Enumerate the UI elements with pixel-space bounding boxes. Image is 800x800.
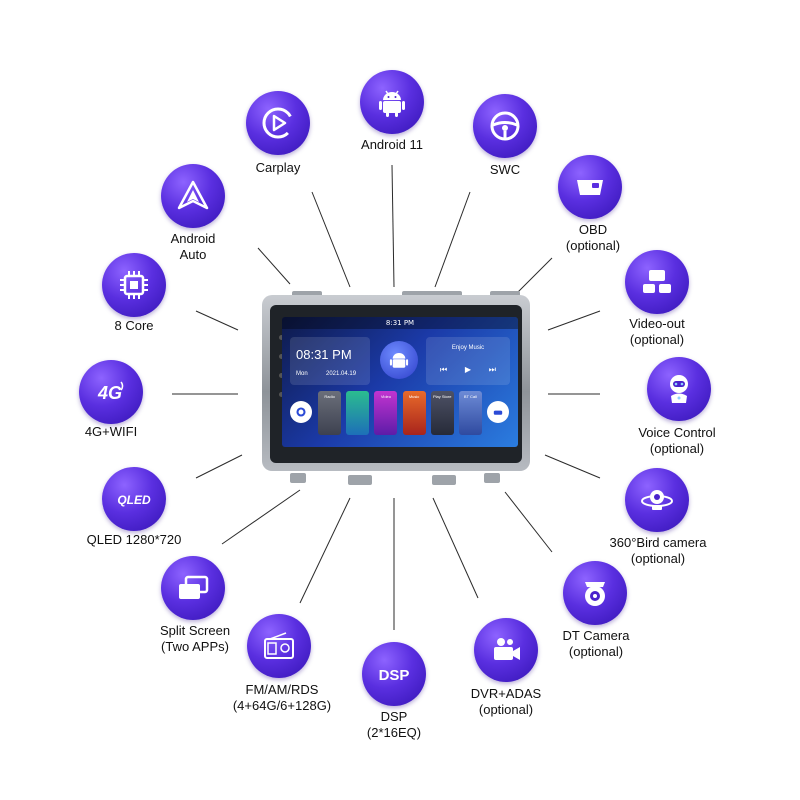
- feature-label: Carplay: [255, 160, 301, 175]
- feature-label: QLED 1280*720: [86, 532, 182, 547]
- android-robot-icon: [360, 70, 424, 134]
- music-title: Enjoy Music: [451, 345, 485, 351]
- connector-swc: [434, 191, 471, 288]
- connector-dt-camera: [504, 491, 553, 553]
- previous-icon[interactable]: ⏮: [440, 365, 448, 374]
- music-widget[interactable]: Enjoy Music ⏮ ▶ ⏭: [426, 337, 510, 385]
- dsp-icon: DSP: [362, 642, 426, 706]
- clock-widget[interactable]: 08:31 PM Mon 2021.04.19: [290, 337, 370, 385]
- feature-label: Split Screen (Two APPs): [159, 623, 231, 654]
- steering-wheel-icon: [473, 94, 537, 158]
- car-info-icon: [486, 401, 509, 423]
- connector-split-screen: [221, 489, 301, 545]
- app-row: Radio Video Music Play Store BT Call: [290, 391, 510, 441]
- mount-tab: [402, 291, 462, 297]
- connector-dvr-adas: [432, 497, 479, 599]
- clock-day: Mon: [296, 371, 308, 377]
- cpu-chip-icon: [102, 253, 166, 317]
- app-play-store[interactable]: Play Store: [430, 391, 454, 435]
- feature-label: Android 11: [361, 137, 423, 152]
- dash-camera-icon: [563, 561, 627, 625]
- settings-gear-icon: [290, 401, 312, 423]
- carplay-icon: [246, 91, 310, 155]
- app-radio[interactable]: Radio: [318, 391, 342, 435]
- 4g-icon: 4G: [79, 360, 143, 424]
- 4g-icon-text: 4G: [97, 383, 122, 403]
- mount-bracket: [484, 473, 500, 483]
- music-controls: ⏮ ▶ ⏭: [440, 365, 496, 375]
- connector-carplay: [311, 191, 351, 288]
- radio-icon: [247, 614, 311, 678]
- car-head-unit: 8:31 PM 08:31 PM Mon 2021.04.19 Enjoy Mu…: [262, 291, 530, 485]
- android-logo-icon: [380, 341, 418, 379]
- mount-tab: [490, 291, 520, 297]
- status-time: 8:31 PM: [385, 319, 415, 327]
- obd-connector-icon: [558, 155, 622, 219]
- mount-bracket: [348, 475, 372, 485]
- connector-android11: [391, 164, 395, 288]
- feature-label: Voice Control (optional): [638, 425, 716, 456]
- connector-video-out: [547, 310, 601, 331]
- feature-label: OBD (optional): [565, 222, 621, 253]
- feature-label: 4G+WIFI: [84, 424, 138, 439]
- next-icon[interactable]: ⏭: [488, 365, 496, 374]
- clock-date: 2021.04.19: [326, 371, 357, 377]
- video-out-icon: [625, 250, 689, 314]
- feature-label: 360°Bird camera (optional): [609, 535, 707, 566]
- mount-tab: [292, 291, 322, 297]
- split-screen-icon: [161, 556, 225, 620]
- connector-fm-am-rds: [299, 497, 351, 604]
- play-icon[interactable]: ▶: [464, 365, 472, 374]
- app-music[interactable]: Music: [402, 391, 426, 435]
- voice-assistant-robot-icon: [647, 357, 711, 421]
- feature-label: SWC: [489, 162, 521, 177]
- feature-label: DT Camera (optional): [562, 628, 630, 659]
- feature-label: Video-out (optional): [629, 316, 685, 347]
- feature-label: FM/AM/RDS (4+64G/6+128G): [232, 682, 332, 713]
- screen[interactable]: 8:31 PM 08:31 PM Mon 2021.04.19 Enjoy Mu…: [282, 317, 518, 447]
- app-settings[interactable]: [290, 391, 313, 435]
- mount-bracket: [290, 473, 306, 483]
- app-video[interactable]: Video: [374, 391, 398, 435]
- app-bt-call[interactable]: BT Call: [458, 391, 482, 435]
- qled-icon-text: QLED: [117, 493, 151, 507]
- qled-icon: QLED: [102, 467, 166, 531]
- mount-bracket: [432, 475, 456, 485]
- connector-android-auto: [257, 247, 291, 285]
- 360-camera-icon: [625, 468, 689, 532]
- android-auto-icon: [161, 164, 225, 228]
- connector-8-core: [195, 310, 239, 331]
- side-button-column: [279, 335, 285, 435]
- clock-time: 08:31 PM: [296, 347, 352, 362]
- connector-bird-camera: [544, 454, 601, 479]
- connector-qled: [195, 454, 243, 479]
- side-button[interactable]: [279, 373, 284, 378]
- feature-label: Android Auto: [170, 231, 216, 262]
- feature-label: DVR+ADAS (optional): [470, 686, 542, 717]
- status-bar: 8:31 PM: [282, 317, 518, 329]
- feature-label: 8 Core: [114, 318, 154, 333]
- video-camera-icon: [474, 618, 538, 682]
- side-button[interactable]: [279, 354, 284, 359]
- dsp-icon-text: DSP: [379, 667, 410, 684]
- app-navigation[interactable]: [346, 391, 370, 435]
- app-car-info[interactable]: [486, 391, 510, 435]
- side-button[interactable]: [279, 335, 284, 340]
- side-button[interactable]: [279, 392, 284, 397]
- feature-label: DSP (2*16EQ): [366, 709, 422, 740]
